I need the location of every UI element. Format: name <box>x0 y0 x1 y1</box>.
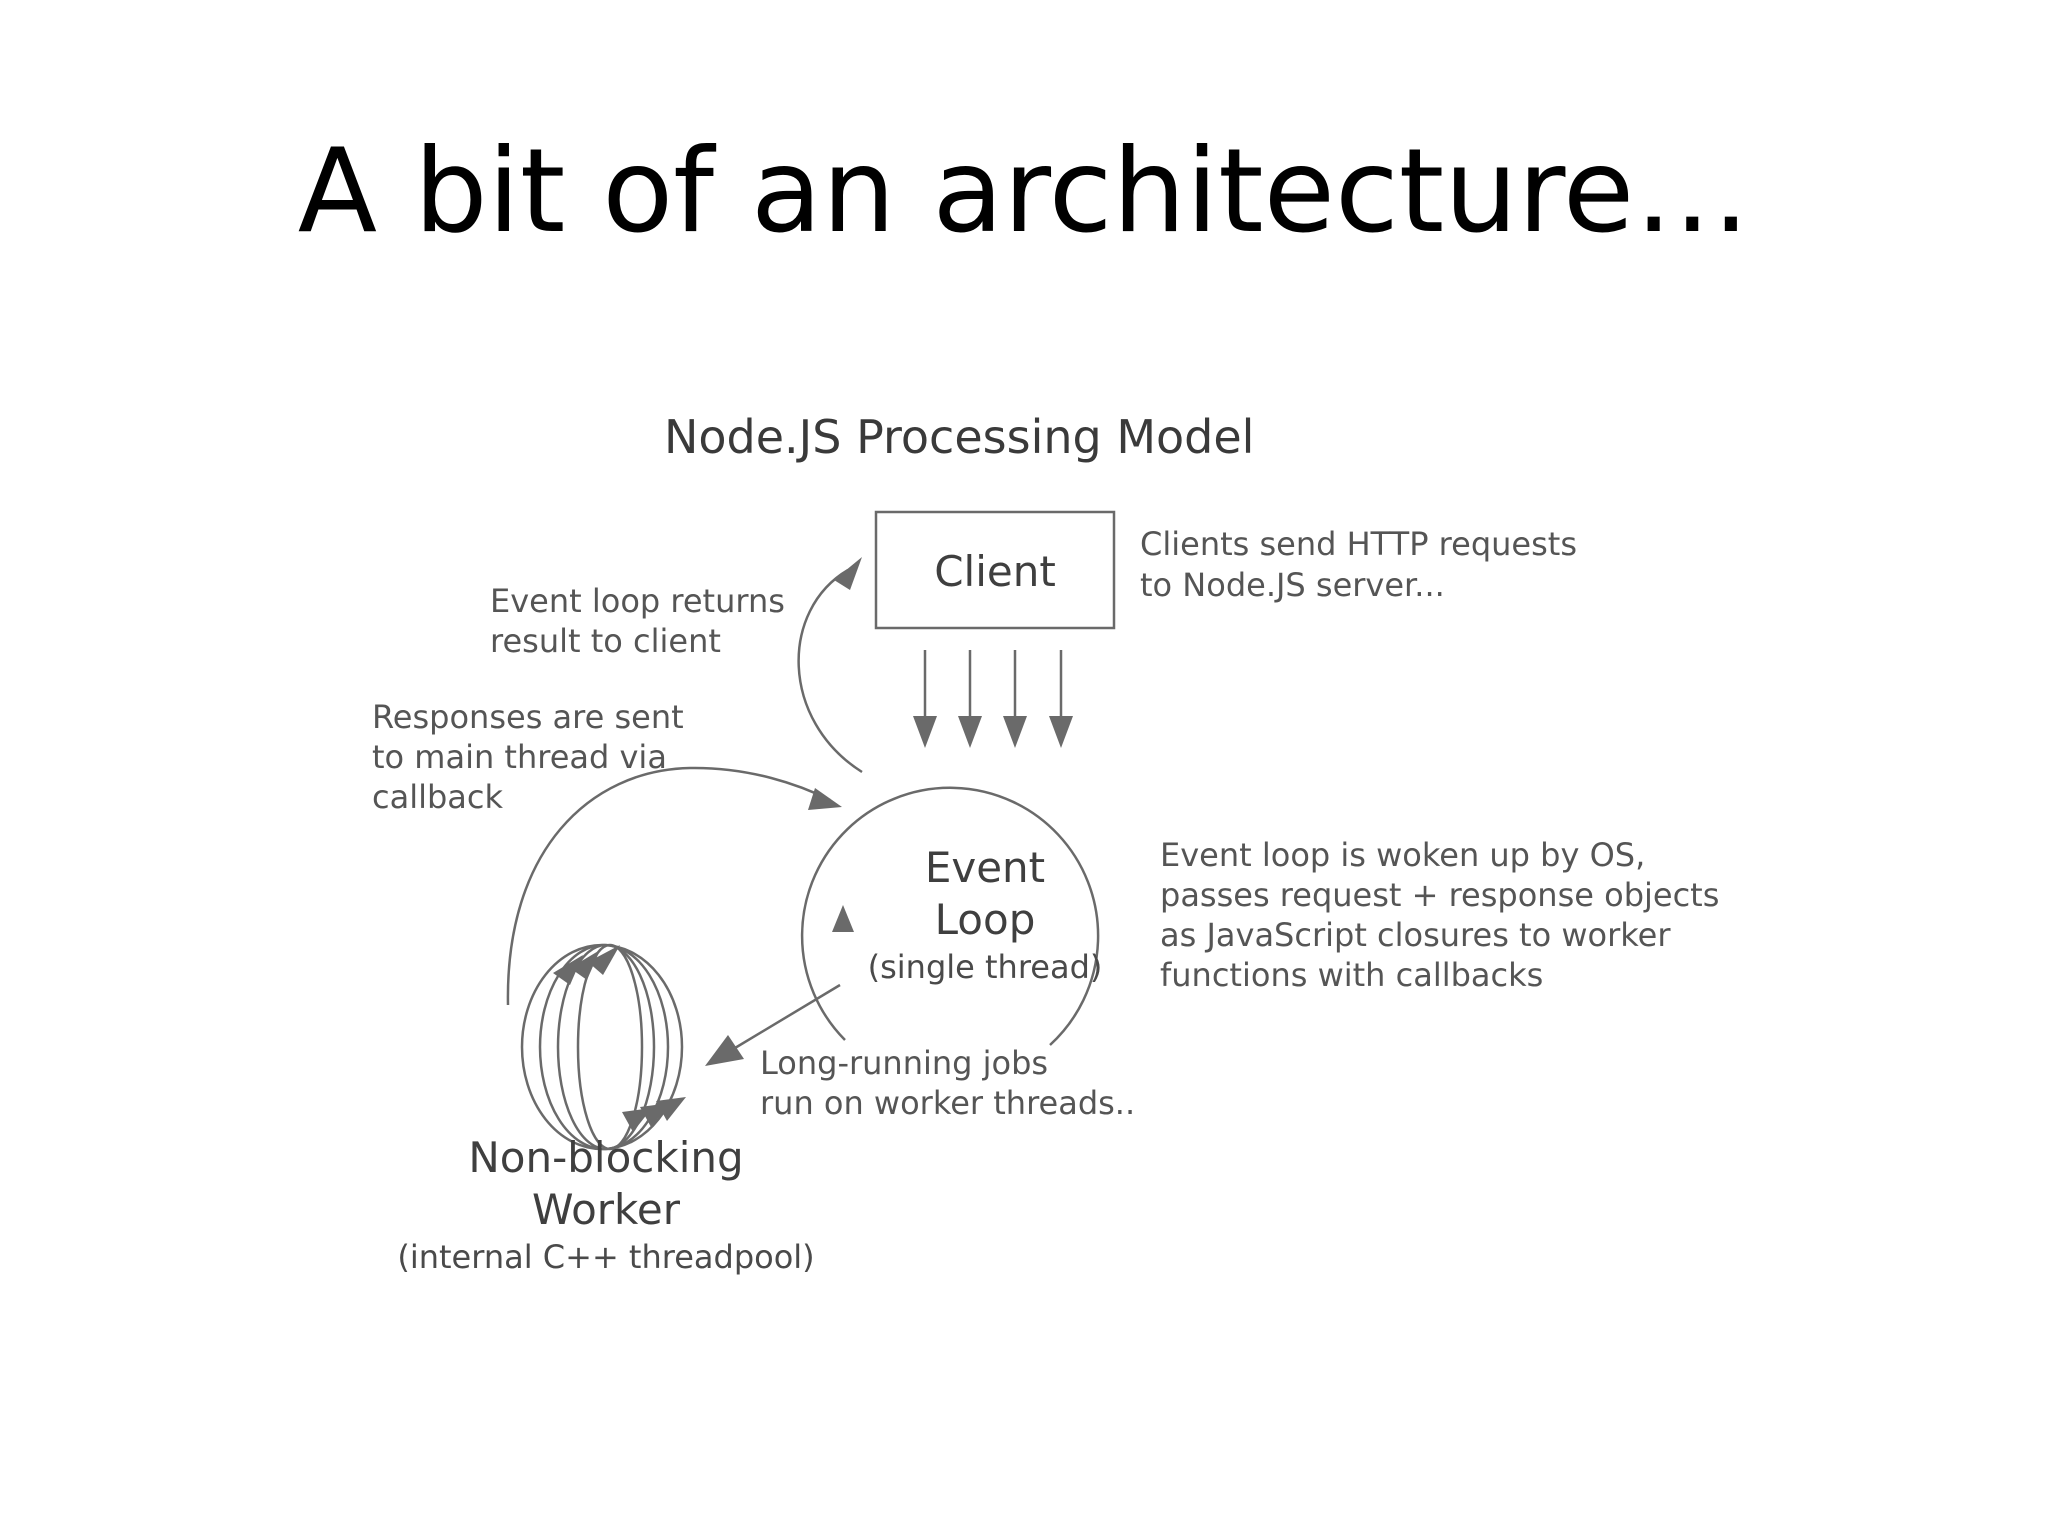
worker-threadpool-icon <box>520 943 686 1151</box>
event-loop-circle <box>800 786 1100 1046</box>
note-client-requests-line-2: to Node.JS server... <box>1140 566 1445 604</box>
note-long-running-line-2: run on worker threads.. <box>760 1084 1135 1122</box>
worker-label-line-2: Worker <box>532 1185 681 1234</box>
note-woken-by-os: Event loop is woken up by OS, passes req… <box>1160 836 1719 994</box>
thread-arrowhead-top-3 <box>588 945 620 975</box>
worker-label-line-1: Non-blocking <box>468 1133 743 1182</box>
note-client-requests: Clients send HTTP requests to Node.JS se… <box>1140 525 1577 604</box>
note-responses-callback-line-2: to main thread via <box>372 738 667 776</box>
note-woken-by-os-line-4: functions with callbacks <box>1160 956 1543 994</box>
note-returns-result-line-1: Event loop returns <box>490 582 785 620</box>
note-responses-callback: Responses are sent to main thread via ca… <box>372 698 684 816</box>
slide-title: A bit of an architecture… <box>297 124 1751 259</box>
thread-loop-1 <box>520 943 684 1151</box>
event-loop-cycle-arrowhead <box>832 905 854 932</box>
return-to-client-arrowhead <box>834 557 862 590</box>
response-callback-arrowhead <box>808 788 842 810</box>
client-label: Client <box>934 547 1056 596</box>
dispatch-to-worker-line <box>734 983 841 1050</box>
diagram-title: Node.JS Processing Model <box>664 410 1254 464</box>
note-responses-callback-line-3: callback <box>372 778 504 816</box>
note-returns-result: Event loop returns result to client <box>490 582 785 660</box>
request-arrow-2-head <box>958 716 982 748</box>
event-loop-label-line-1: Event <box>925 843 1045 892</box>
note-woken-by-os-line-2: passes request + response objects <box>1160 876 1719 914</box>
note-responses-callback-line-1: Responses are sent <box>372 698 684 736</box>
thread-arrowhead-bottom-3 <box>656 1097 686 1121</box>
client-box <box>874 510 1116 630</box>
note-long-running-line-1: Long-running jobs <box>760 1044 1048 1082</box>
note-client-requests-line-1: Clients send HTTP requests <box>1140 525 1577 563</box>
return-to-client-arc <box>797 568 863 774</box>
worker-subtitle: (internal C++ threadpool) <box>397 1238 814 1276</box>
note-woken-by-os-line-1: Event loop is woken up by OS, <box>1160 836 1645 874</box>
request-arrows <box>913 650 1073 748</box>
thread-arrowhead-top-2 <box>570 950 600 980</box>
note-woken-by-os-line-3: as JavaScript closures to worker <box>1160 916 1671 954</box>
event-loop-label-line-2: Loop <box>935 895 1036 944</box>
note-long-running: Long-running jobs run on worker threads.… <box>760 1044 1135 1122</box>
thread-arrowhead-top-1 <box>553 955 583 985</box>
request-arrow-1-head <box>913 716 937 748</box>
request-arrow-4-head <box>1049 716 1073 748</box>
event-loop-subtitle: (single thread) <box>868 948 1103 986</box>
thread-loop-4 <box>576 943 644 1151</box>
note-returns-result-line-2: result to client <box>490 622 721 660</box>
dispatch-to-worker-arrowhead <box>705 1035 744 1066</box>
response-callback-arc <box>506 766 831 1006</box>
request-arrow-3-head <box>1003 716 1027 748</box>
